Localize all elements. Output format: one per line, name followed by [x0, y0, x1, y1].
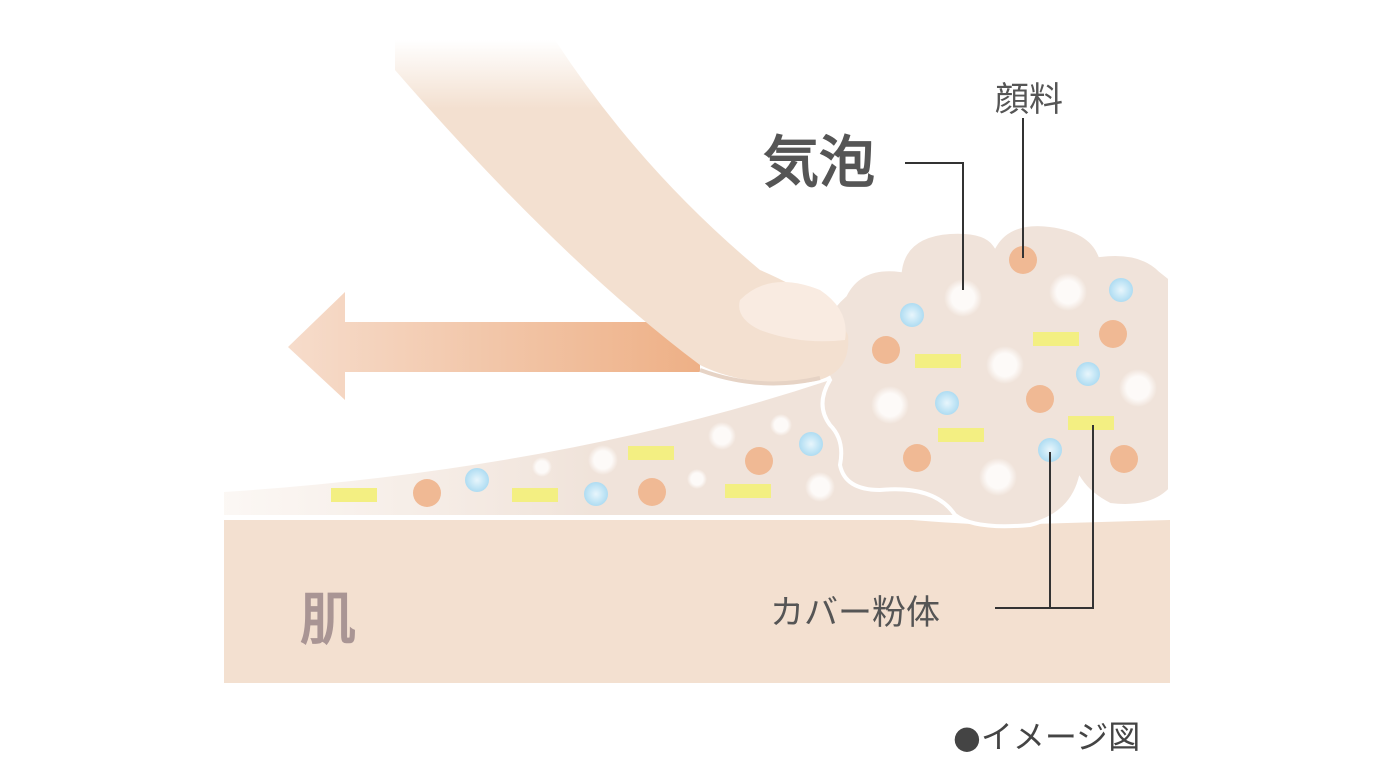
cover-powder-flake — [331, 488, 377, 502]
finger — [395, 40, 849, 384]
bubble-particle — [687, 469, 707, 489]
bubble-label: 気泡 — [763, 131, 875, 196]
pigment-particle — [745, 447, 773, 475]
cover-powder-flake — [1068, 416, 1114, 430]
cover-powder-flake — [938, 428, 984, 442]
bubble-particle — [532, 457, 552, 477]
bubble-particle — [871, 386, 909, 424]
bubble-particle — [944, 279, 982, 317]
cover-powder-particle — [1109, 278, 1133, 302]
cover-powder-flake — [1033, 332, 1079, 346]
fingernail — [739, 282, 846, 342]
skin-label: 肌 — [300, 588, 356, 653]
skin-layer — [224, 520, 1170, 683]
bubble-particle — [986, 346, 1024, 384]
direction-arrow — [288, 292, 700, 400]
pigment-label: 顔料 — [995, 80, 1063, 120]
cover-powder-flake — [915, 354, 961, 368]
pigment-particle — [638, 478, 666, 506]
bubble-particle — [1049, 273, 1087, 311]
cover-powder-particle — [584, 482, 608, 506]
bubble-particle — [1119, 369, 1157, 407]
cover-powder-leader-line — [995, 425, 1094, 609]
bubble-particle — [770, 414, 792, 436]
bubble-particle — [805, 472, 835, 502]
pigment-particle — [413, 479, 441, 507]
cover-powder-flake — [628, 446, 674, 460]
foam-film — [224, 380, 960, 515]
cover-powder-particle — [1076, 362, 1100, 386]
cover-powder-particle — [465, 468, 489, 492]
pigment-particle — [1009, 246, 1037, 274]
cover-powder-particle — [900, 303, 924, 327]
cover-powder-particle — [1038, 438, 1062, 462]
cover-powder-particle — [935, 391, 959, 415]
bubble-leader-line — [905, 162, 964, 290]
pigment-particle — [1026, 385, 1054, 413]
pigment-particle — [1099, 320, 1127, 348]
finger-shadow — [699, 368, 821, 386]
pigment-particle — [903, 444, 931, 472]
bubble-particle — [708, 422, 736, 450]
cover-powder-flake — [512, 488, 558, 502]
pigment-particle — [872, 336, 900, 364]
pigment-particle — [1110, 445, 1138, 473]
cover-powder-particle — [799, 432, 823, 456]
bubble-particle — [979, 458, 1017, 496]
cover-powder-flake — [725, 484, 771, 498]
cover-powder-label: カバー粉体 — [770, 593, 940, 633]
bubble-particle — [588, 445, 618, 475]
image-note-label: ●イメージ図 — [953, 718, 1141, 756]
